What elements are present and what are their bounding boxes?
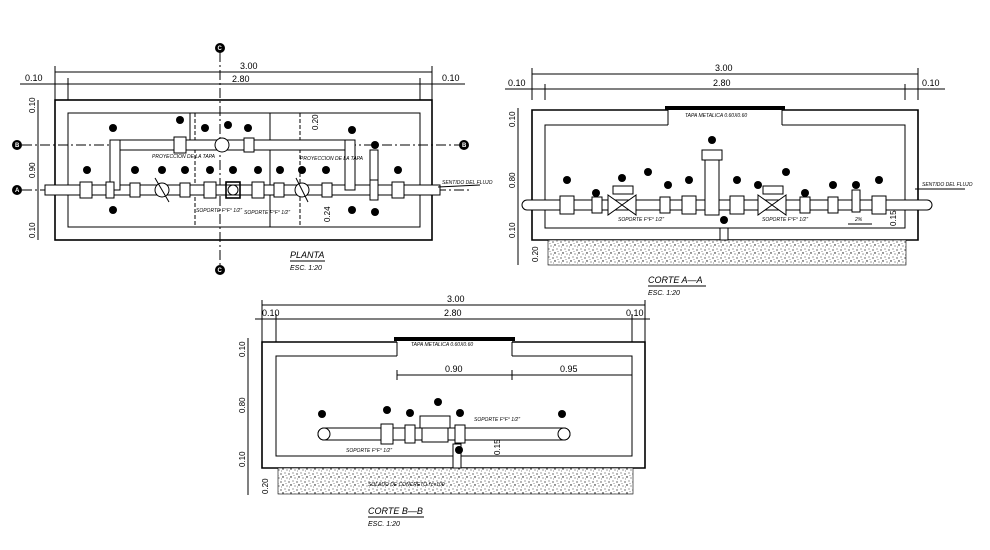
plan-bypass-valve — [214, 137, 230, 153]
section-a-dim-inner: 2.80 — [713, 78, 731, 88]
section-b-dim-inner: 2.80 — [444, 308, 462, 318]
axis-b-left-label: B — [15, 143, 20, 149]
section-a-slope: 2% — [854, 217, 863, 223]
section-b-dim-015: 0.15 — [493, 439, 502, 455]
section-a-lid — [665, 106, 785, 110]
plan-dim-top: 0.10 — [28, 97, 37, 113]
plan-dim-024: 0.24 — [323, 206, 332, 222]
section-a-scale: ESC. 1:20 — [648, 290, 680, 297]
section-b-fitting-tags — [318, 398, 566, 454]
axis-c-bottom-label: C — [218, 268, 223, 274]
section-a-fitting-tags — [563, 136, 883, 224]
plan-note-proj1: PROYECCION DE LA TAPA — [152, 154, 216, 160]
axis-a-left-label: A — [15, 188, 20, 194]
plan-dim-mid: 0.90 — [28, 162, 37, 178]
section-b-dim-total: 3.00 — [447, 294, 465, 304]
section-b-dim-base: 0.20 — [261, 478, 270, 494]
plan-main-pipe — [44, 184, 441, 196]
section-a-dim-mid: 0.80 — [508, 172, 517, 188]
section-b-gravel-base — [277, 467, 634, 495]
plan-dim-bot: 0.10 — [28, 222, 37, 238]
plan-dim-right: 0.10 — [442, 73, 460, 83]
section-a-gravel-base — [547, 239, 907, 266]
section-b-dim-top: 0.10 — [238, 341, 247, 357]
axis-c-bottom-marker — [215, 265, 225, 275]
section-b-soporte-a: SOPORTE F°F° 1/2" — [346, 448, 392, 454]
section-a-view: 3.00 2.80 0.10 0.10 0.10 0.80 0.10 0.20 … — [505, 63, 973, 297]
plan-title: PLANTA — [290, 250, 324, 260]
section-b-base-note: SOLADO DE CONCRETO f'c=100 — [368, 482, 445, 488]
section-b-view: 3.00 2.80 0.10 0.10 0.10 0.80 0.10 0.20 … — [238, 294, 650, 528]
axis-c-top-label: C — [218, 46, 223, 52]
plan-dim-total: 3.00 — [240, 61, 258, 71]
section-a-dim-bot: 0.10 — [508, 222, 517, 238]
plan-note-proj2: PROYECCION DE LA TAPA — [300, 156, 364, 162]
axis-c-top-marker — [215, 43, 225, 53]
axis-b-right-marker — [459, 140, 469, 150]
section-b-dim-090: 0.90 — [445, 364, 463, 374]
section-a-dim-015: 0.15 — [889, 210, 898, 226]
section-a-soporte-a: SOPORTE F°F° 1/2" — [618, 217, 664, 223]
plan-scale: ESC. 1:20 — [290, 265, 322, 272]
plan-view: 3.00 2.80 0.10 0.10 0.10 0.90 0.10 C C B… — [12, 43, 493, 275]
plan-box-outer — [54, 99, 433, 241]
section-b-lid — [394, 337, 515, 341]
plan-meter — [225, 181, 241, 199]
section-b-title: CORTE B—B — [368, 506, 423, 516]
plan-dim-left: 0.10 — [25, 73, 43, 83]
section-a-pipe — [521, 199, 933, 211]
section-b-dim-mid: 0.80 — [238, 397, 247, 413]
plan-box-inner — [67, 112, 421, 228]
plan-bypass-pipe — [109, 139, 356, 151]
section-b-dim-095: 0.95 — [560, 364, 578, 374]
plan-soporte-b: SOPORTE F°F° 1/2" — [244, 210, 290, 216]
section-b-dim-right: 0.10 — [626, 308, 644, 318]
plan-dim-inner: 2.80 — [232, 74, 250, 84]
section-a-note-flow: SENTIDO DEL FLUJO — [922, 182, 973, 188]
section-a-soporte-b: SOPORTE F°F° 1/2" — [762, 217, 808, 223]
plan-fitting-tags — [83, 116, 402, 216]
axis-b-left-marker — [12, 140, 22, 150]
section-b-soporte-b: SOPORTE F°F° 1/2" — [474, 417, 520, 423]
plan-soporte-a: SOPORTE F°F° 1/2" — [196, 208, 242, 214]
section-b-lid-label: TAPA METALICA 0.60X0.60 — [411, 342, 473, 348]
section-a-dim-left: 0.10 — [508, 78, 526, 88]
section-a-meter-riser — [704, 159, 720, 216]
axis-a-left-marker — [12, 185, 22, 195]
section-a-lid-label: TAPA METALICA 0.60X0.60 — [685, 113, 747, 119]
section-b-dim-left: 0.10 — [262, 308, 280, 318]
section-a-title: CORTE A—A — [648, 275, 703, 285]
section-b-dim-bot: 0.10 — [238, 451, 247, 467]
axis-b-right-label: B — [462, 143, 467, 149]
plan-note-flow: SENTIDO DEL FLUJO — [442, 180, 493, 186]
plan-dim-020: 0.20 — [311, 114, 320, 130]
section-b-scale: ESC. 1:20 — [368, 521, 400, 528]
section-a-dim-right: 0.10 — [922, 78, 940, 88]
section-a-dim-total: 3.00 — [715, 63, 733, 73]
section-a-dim-top: 0.10 — [508, 111, 517, 127]
section-a-dim-base: 0.20 — [531, 246, 540, 262]
